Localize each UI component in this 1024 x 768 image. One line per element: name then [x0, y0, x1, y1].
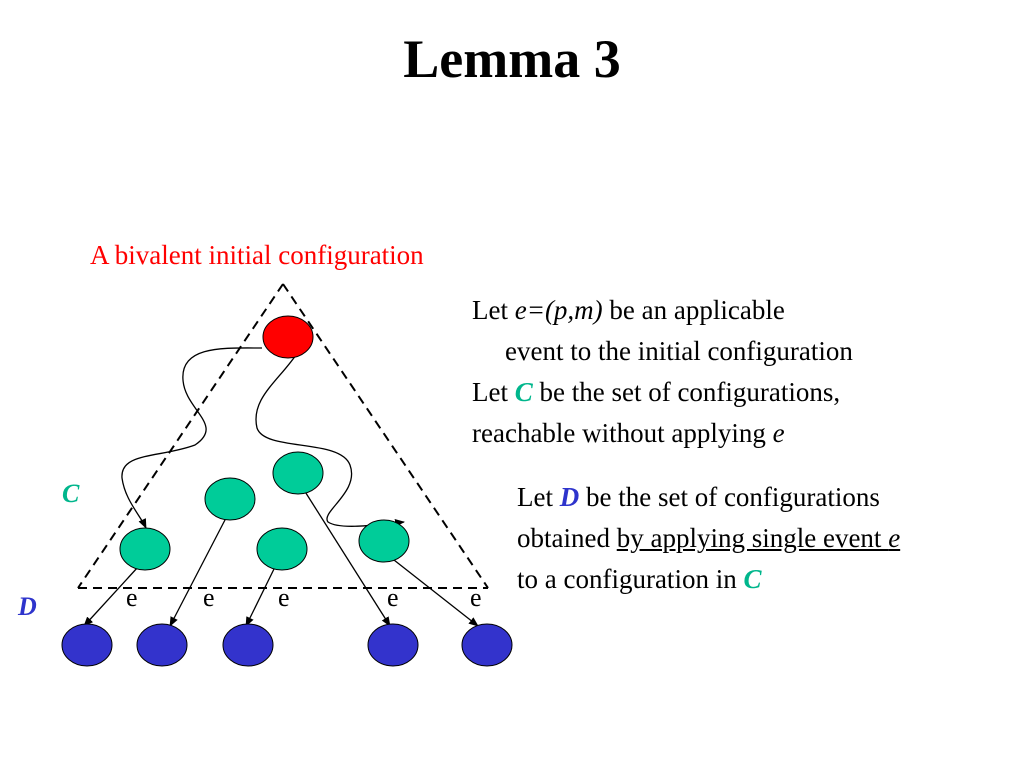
c-symbol: C: [514, 377, 533, 407]
d-node: [61, 623, 113, 667]
d-definition-line2: obtained by applying single event e: [517, 523, 901, 553]
d-definition-block: Let D be the set of configurations obtai…: [517, 477, 900, 600]
c-configurations: [119, 451, 410, 571]
event-labels: e e e e e: [126, 583, 482, 612]
event-definition-line2: event to the initial configuration: [505, 336, 853, 366]
event-label: e: [203, 583, 215, 612]
set-d-label: D: [18, 592, 37, 621]
d-node: [222, 623, 274, 667]
edge-c1-d1: [83, 566, 139, 627]
event-definition: Let e=(p,m) be an applicable: [472, 295, 785, 325]
edge-c2-d2: [169, 517, 227, 627]
path-to-c4: [255, 351, 405, 527]
path-to-c1: [121, 347, 263, 529]
event-label: e: [387, 583, 399, 612]
c-node: [119, 527, 171, 571]
d-definition-line3: to a configuration in C: [517, 564, 762, 594]
event-symbol: e=(p,m): [514, 295, 603, 325]
edge-c3-d3: [245, 568, 275, 627]
d-node: [461, 623, 513, 667]
edge-c5-d4: [303, 489, 391, 627]
event-edges: [83, 489, 479, 627]
c-node: [256, 527, 308, 571]
c-node: [358, 519, 410, 563]
underlined-phrase: by applying single event e: [616, 523, 901, 553]
d-node: [136, 623, 188, 667]
initial-configuration-caption: A bivalent initial configuration: [90, 240, 424, 270]
c-node: [272, 451, 324, 495]
d-definition: Let D be the set of configurations: [517, 482, 880, 512]
event-label: e: [470, 583, 482, 612]
c-symbol: C: [743, 564, 762, 594]
reachability-triangle: [77, 283, 489, 589]
c-definition-line2: reachable without applying e: [472, 418, 785, 448]
c-definition: Let C be the set of configurations,: [472, 377, 841, 407]
event-label: e: [126, 583, 138, 612]
d-node: [367, 623, 419, 667]
execution-paths: [121, 347, 405, 529]
initial-configuration-node: [262, 315, 314, 359]
d-symbol: D: [559, 482, 580, 512]
definitions-block: Let e=(p,m) be an applicable event to th…: [472, 290, 853, 454]
c-node: [204, 477, 256, 521]
d-configurations: [61, 623, 513, 667]
slide-title: Lemma 3: [403, 29, 621, 89]
set-c-label: C: [62, 479, 80, 508]
edge-c4-d5: [393, 559, 479, 627]
event-label: e: [278, 583, 290, 612]
